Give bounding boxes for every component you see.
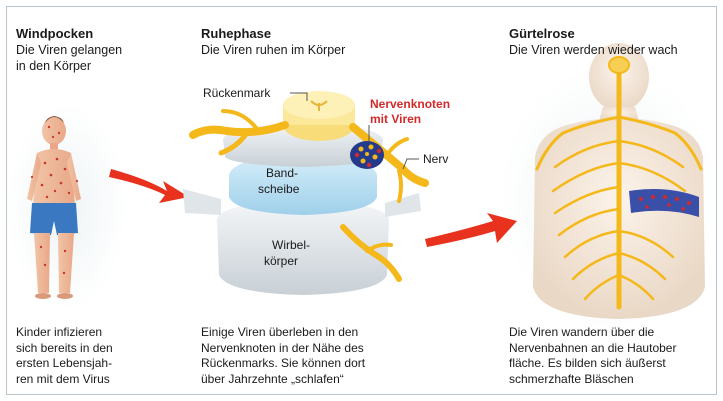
caption-line: Kinder infizieren xyxy=(16,325,113,341)
label-wirbelkoerper: Wirbel- körper xyxy=(264,237,310,269)
child-figure xyxy=(27,116,81,299)
label-line: Nervenknoten xyxy=(370,97,450,112)
infographic-frame: Windpocken Die Viren gelangen in den Kör… xyxy=(6,6,717,395)
panel-title-windpocken: Windpocken xyxy=(16,26,93,41)
label-line: Band- xyxy=(258,165,299,181)
panel-subtitle-guertelrose: Die Viren werden wieder wach xyxy=(509,42,678,58)
caption-line: Einige Viren überleben in den xyxy=(201,325,365,341)
caption-line: Die Viren wandern über die xyxy=(509,325,676,341)
caption-line: über Jahrzehnte „schlafen“ xyxy=(201,372,365,388)
label-line: mit Viren xyxy=(370,112,450,127)
caption-line: ren mit dem Virus xyxy=(16,372,113,388)
panel-title-guertelrose: Gürtelrose xyxy=(509,26,575,41)
subtitle-line: Die Viren gelangen xyxy=(16,42,122,58)
arrow-right-2 xyxy=(425,213,517,247)
subtitle-line: Die Viren ruhen im Körper xyxy=(201,42,345,58)
panel-subtitle-windpocken: Die Viren gelangen in den Körper xyxy=(16,42,122,74)
caption-line: Nervenbahnen an die Hautober xyxy=(509,341,676,357)
caption-guertelrose: Die Viren wandern über die Nervenbahnen … xyxy=(509,325,676,387)
caption-line: ersten Lebensjah- xyxy=(16,356,113,372)
caption-line: Rückenmarks. Sie können dort xyxy=(201,356,365,372)
label-line: scheibe xyxy=(258,181,299,197)
caption-line: schmerzhafte Bläschen xyxy=(509,372,676,388)
arrow-right-1 xyxy=(109,169,189,203)
label-line: Wirbel- xyxy=(264,237,310,253)
subtitle-line: Die Viren werden wieder wach xyxy=(509,42,678,58)
label-rueckenmark: Rückenmark xyxy=(203,86,270,100)
panel-title-ruhephase: Ruhephase xyxy=(201,26,271,41)
label-line: körper xyxy=(264,253,310,269)
caption-ruhephase: Einige Viren überleben in den Nervenknot… xyxy=(201,325,365,387)
panel-subtitle-ruhephase: Die Viren ruhen im Körper xyxy=(201,42,345,58)
caption-line: Nervenknoten in der Nähe des xyxy=(201,341,365,357)
label-bandscheibe: Band- scheibe xyxy=(258,165,299,197)
label-nervenknoten: Nervenknoten mit Viren xyxy=(370,97,450,127)
caption-windpocken: Kinder infizieren sich bereits in den er… xyxy=(16,325,113,387)
caption-line: fläche. Es bilden sich äußerst xyxy=(509,356,676,372)
caption-line: sich bereits in den xyxy=(16,341,113,357)
label-nerv: Nerv xyxy=(423,152,448,166)
torso-figure xyxy=(533,43,705,319)
subtitle-line: in den Körper xyxy=(16,58,122,74)
